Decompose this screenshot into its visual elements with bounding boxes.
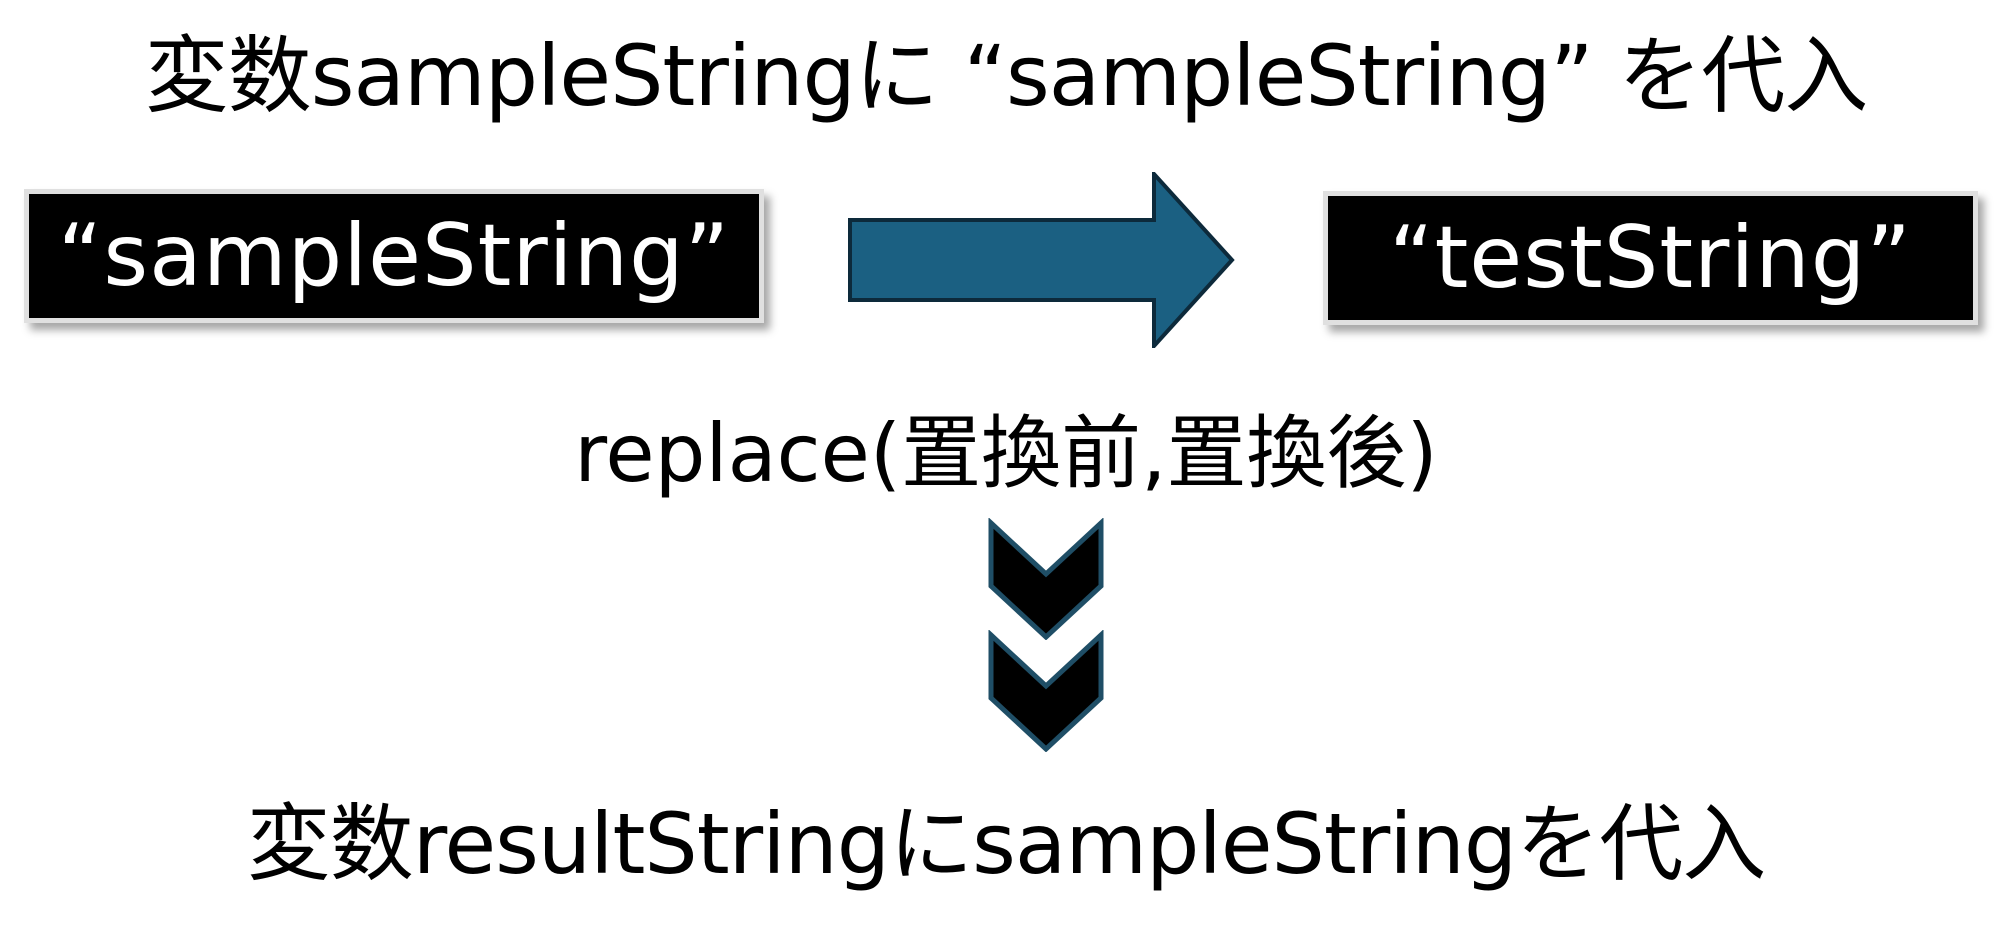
result-caption: 変数resultStringにsampleStringを代入 (246, 795, 1766, 893)
replacement-string-box: “testString” (1323, 191, 1978, 325)
input-string-box: “sampleString” (24, 189, 764, 323)
chevron-down-icon (988, 518, 1104, 640)
diagram-title: 変数sampleStringに “sampleString” を代入 (144, 27, 1869, 125)
replacement-string-label: “testString” (1389, 208, 1912, 308)
input-string-label: “sampleString” (57, 206, 731, 306)
chevron-down-icon (988, 630, 1104, 752)
right-arrow-icon (848, 172, 1235, 348)
replace-method-label: replace(置換前,置換後) (574, 407, 1438, 500)
